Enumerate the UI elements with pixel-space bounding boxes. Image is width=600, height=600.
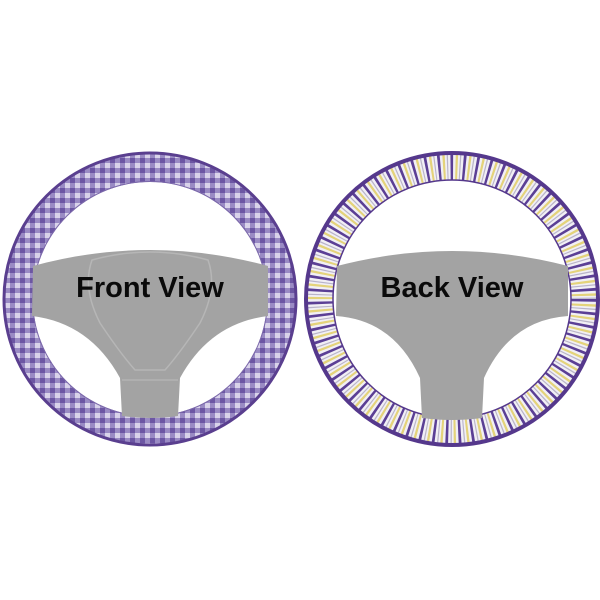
steering-wheel-back-icon [304,151,600,447]
steering-wheel-front-icon [0,148,300,450]
back-view-steering-wheel-cover: Back View [302,148,600,450]
front-view-steering-wheel-cover: Front View [0,148,300,450]
front-view-label: Front View [76,272,224,304]
back-view-label: Back View [380,272,524,304]
